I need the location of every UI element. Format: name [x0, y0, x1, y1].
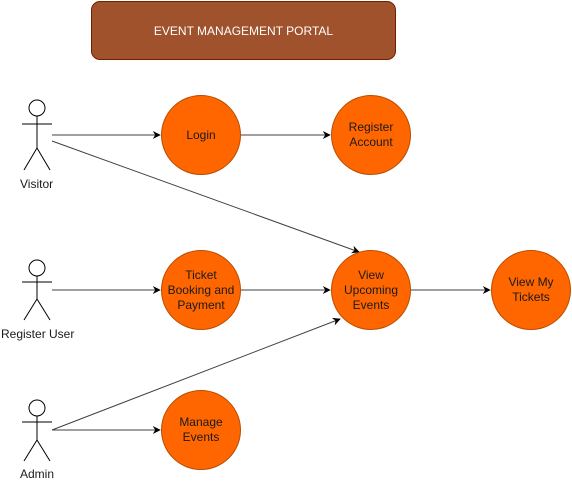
use-case-register-account: Register Account [331, 95, 411, 175]
actor-visitor-label: Visitor [20, 177, 54, 191]
actor-register-user-figure [22, 259, 52, 321]
actor-visitor-figure [22, 99, 52, 171]
use-case-register-account-label: Register Account [348, 120, 394, 149]
use-case-view-my-tickets: View My Tickets [491, 250, 571, 330]
use-case-view-upcoming-events-label: View Upcoming Events [343, 267, 399, 312]
edge-visitor-view-events [51, 140, 360, 254]
use-case-view-my-tickets-label: View My Tickets [508, 275, 554, 304]
actor-register-user-label: Register User [1, 327, 75, 341]
use-case-login-label: Login [186, 127, 216, 142]
use-case-ticket-booking-label: Ticket Booking and Payment [167, 267, 235, 312]
edge-admin-view-events [51, 317, 341, 431]
use-case-login: Login [161, 95, 241, 175]
use-case-ticket-booking: Ticket Booking and Payment [161, 250, 241, 330]
use-case-view-upcoming-events: View Upcoming Events [331, 250, 411, 330]
actor-admin-figure [22, 399, 52, 462]
actor-admin-label: Admin [20, 467, 55, 481]
title-banner: EVENT MANAGEMENT PORTAL [91, 1, 396, 60]
diagram-title: EVENT MANAGEMENT PORTAL [153, 23, 334, 38]
use-case-manage-events: Manage Events [161, 390, 241, 470]
use-case-manage-events-label: Manage Events [179, 415, 223, 444]
